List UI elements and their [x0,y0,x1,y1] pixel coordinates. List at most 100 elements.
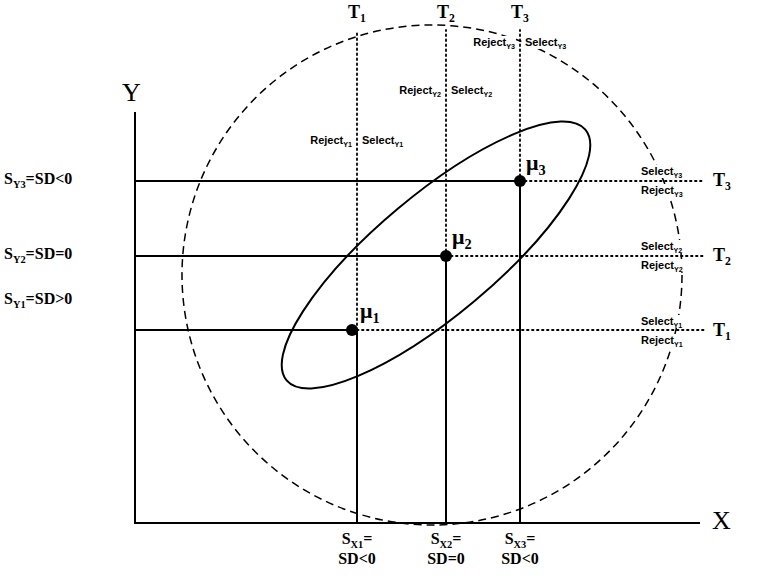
sd-label: =SD<0 [26,170,73,187]
threshold-label: 3 [725,180,731,193]
sr-label-group: SelectY1 [640,315,683,328]
x-level-line [356,330,358,523]
sd-label: X2 [440,539,453,550]
sr-label: Reject [399,84,432,96]
threshold-label: T [713,320,725,340]
threshold-label: 2 [449,12,455,25]
sd-label: SD<0 [501,550,539,567]
axis-label-group: X [712,506,731,536]
sr-label: Y2 [674,266,683,274]
sr-label-group: RejectY2 [398,84,442,97]
mean-label-group: μ2 [452,224,472,249]
mean-label: 3 [538,162,545,178]
threshold-label-group: T1 [347,2,367,23]
sd-label: X3 [514,539,527,550]
mean-point [346,324,358,336]
sr-label: Y3 [557,43,566,51]
mean-label-group: μ3 [526,150,546,175]
threshold-label: 1 [360,12,366,25]
y-level-line [135,255,446,257]
axis-label: X [712,506,731,535]
sr-label: Y3 [506,43,515,51]
sr-label: Y1 [673,322,682,330]
sd-label-group: SY3=SD<0 [4,170,72,188]
sr-label: Reject [310,134,343,146]
threshold-label-group: T2 [436,2,456,23]
population-circle [182,25,682,525]
sd-label-group: SX2= [431,530,462,548]
sr-label: Y1 [674,341,683,349]
sr-label: Y2 [432,91,441,99]
sr-label: Y2 [673,247,682,255]
sr-label: Reject [641,334,674,346]
sr-label: Select [641,315,673,327]
sr-label-group: RejectY1 [309,134,353,147]
y-level-line [135,180,520,182]
threshold-label: 3 [523,12,529,25]
threshold-label: T [348,2,360,22]
mean-point [514,175,526,187]
sd-label: S [4,245,13,262]
sr-label-group: SelectY1 [361,134,404,147]
sr-label: Y2 [483,91,492,99]
mean-label: 2 [464,236,471,252]
sd-label: Y1 [13,299,26,310]
x-level-line [519,181,521,523]
sd-label: S [431,530,440,547]
sr-label-group: RejectY3 [640,184,684,197]
sd-label-group: SY1=SD>0 [4,290,72,308]
sd-label: X1 [351,539,364,550]
sd-label: =SD=0 [26,245,73,262]
sd-label: Y2 [13,254,26,265]
threshold-label: 1 [725,330,731,343]
sr-label: Y1 [394,141,403,149]
sr-label: Select [362,134,394,146]
sd-label: S [342,530,351,547]
threshold-label: T [713,170,725,190]
sr-label: Select [451,84,483,96]
mean-label-group: μ1 [360,298,380,323]
mean-point [440,250,452,262]
sr-label: Select [525,36,557,48]
sd-label-group: SD<0 [501,550,539,568]
axis-label-group: Y [122,78,141,108]
threshold-label: 2 [725,255,731,268]
sr-label: Y1 [343,141,352,149]
sr-label-group: SelectY2 [450,84,493,97]
sr-label: Y3 [674,191,683,199]
threshold-label: T [511,2,523,22]
threshold-label-group: T3 [712,170,732,191]
sr-label-group: SelectY2 [640,240,683,253]
sd-label: SD=0 [427,550,465,567]
y-axis [134,112,136,524]
sr-label: Reject [641,184,674,196]
threshold-label-group: T1 [712,320,732,341]
sd-label-group: SX3= [505,530,536,548]
sd-label: S [505,530,514,547]
sr-label-group: RejectY1 [640,334,684,347]
threshold-label: T [713,245,725,265]
sd-label: =SD>0 [26,290,73,307]
sr-label: Select [641,165,673,177]
sd-label-group: SD=0 [427,550,465,568]
sd-label: S [4,170,13,187]
sr-label-group: SelectY3 [524,36,567,49]
threshold-label-group: T2 [712,245,732,266]
x-axis [134,522,700,524]
x-level-line [445,256,447,523]
sd-label: Y3 [13,179,26,190]
sd-label: S [4,290,13,307]
sd-label: SD<0 [338,550,376,567]
sr-label: Reject [641,259,674,271]
mean-label: μ [526,150,538,175]
sd-label-group: SX1= [342,530,373,548]
threshold-label: T [437,2,449,22]
axis-label: Y [122,78,141,107]
sr-label-group: RejectY2 [640,259,684,272]
threshold-label-group: T3 [510,2,530,23]
sd-label-group: SY2=SD=0 [4,245,72,263]
sr-label: Reject [473,36,506,48]
